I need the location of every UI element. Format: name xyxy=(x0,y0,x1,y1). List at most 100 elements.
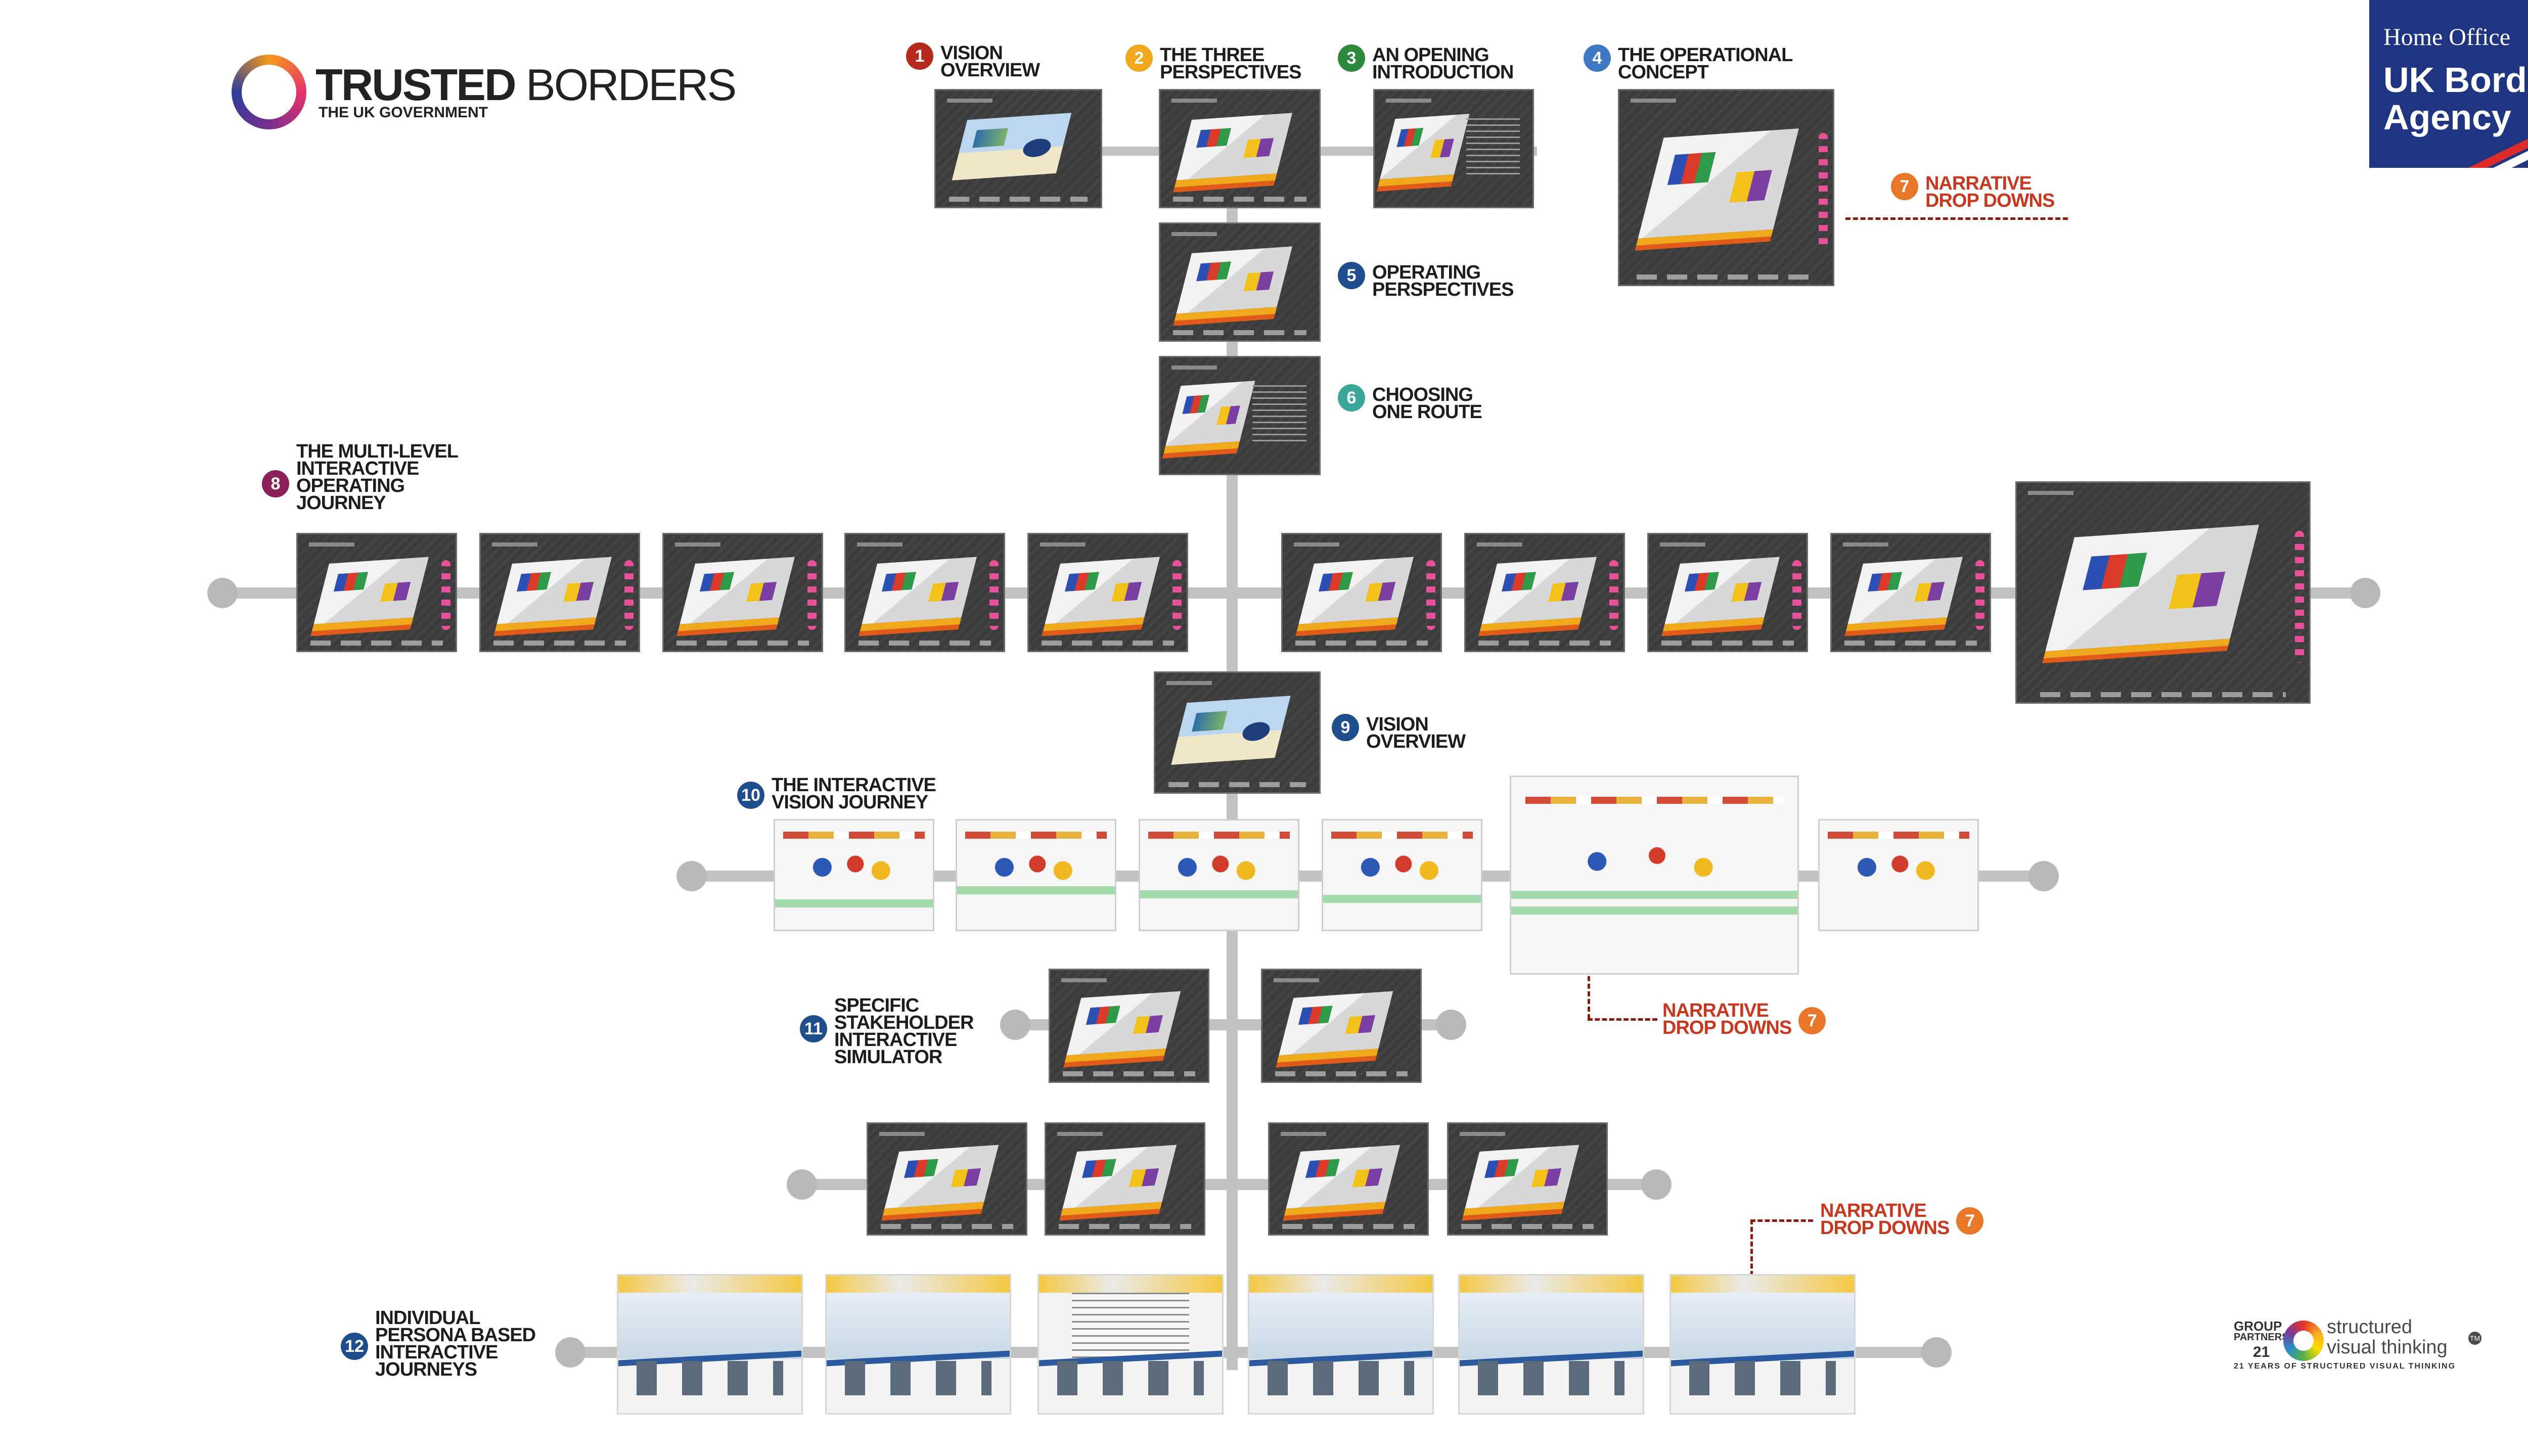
row-simulator-detail-end-node xyxy=(1641,1169,1672,1200)
agency-logo-line3: Agency xyxy=(2383,98,2511,137)
label-text: OPERATING PERSPECTIVES xyxy=(1372,262,1514,300)
label-number-badge: 3 xyxy=(1338,44,1365,72)
label-number-badge: 5 xyxy=(1338,262,1365,289)
screen-operating-journey-1[interactable] xyxy=(296,533,457,652)
partner-tagline: 21 YEARS OF STRUCTURED VISUAL THINKING xyxy=(2234,1362,2456,1371)
narrative-pointer-bottom-vertical xyxy=(1750,1219,1753,1328)
screen-vision-overview-9[interactable] xyxy=(1154,671,1321,794)
label-number-badge: 6 xyxy=(1338,384,1365,412)
row-persona-start-node xyxy=(555,1337,585,1368)
brand-title-bold: TRUSTED xyxy=(315,60,517,110)
label-narrative-drop-downs-middle: 7 NARRATIVE DROP DOWNS xyxy=(1662,1000,1826,1038)
screen-operating-perspectives[interactable] xyxy=(1159,222,1321,342)
label-vision-overview-9: 9 VISION OVERVIEW xyxy=(1332,714,1466,752)
screen-persona-journey-3[interactable] xyxy=(1037,1274,1224,1415)
screen-operating-journey-9[interactable] xyxy=(1830,533,1991,652)
screen-operating-journey-8[interactable] xyxy=(1647,533,1808,652)
label-operating-perspectives: 5 OPERATING PERSPECTIVES xyxy=(1338,262,1514,300)
screen-simulator-detail-4[interactable] xyxy=(1447,1122,1608,1236)
screen-vision-overview[interactable] xyxy=(934,89,1102,208)
screen-vision-journey-3[interactable] xyxy=(1139,819,1299,931)
screen-vision-journey-detail[interactable] xyxy=(1510,776,1799,975)
label-number-badge: 1 xyxy=(906,42,933,70)
screen-opening-introduction[interactable] xyxy=(1373,89,1534,208)
screen-simulator-detail-1[interactable] xyxy=(867,1122,1027,1236)
row-vision-journey-start-node xyxy=(676,861,707,891)
svt-line1: structured xyxy=(2327,1316,2412,1338)
label-opening-introduction: 3 AN OPENING INTRODUCTION xyxy=(1338,44,1514,83)
row-simulator-detail-start-node xyxy=(787,1169,817,1200)
screen-persona-journey-2[interactable] xyxy=(825,1274,1011,1415)
label-interactive-vision-journey: 10 THE INTERACTIVE VISION JOURNEY xyxy=(737,775,936,813)
label-text: INDIVIDUAL PERSONA BASED INTERACTIVE JOU… xyxy=(375,1307,536,1380)
label-text: AN OPENING INTRODUCTION xyxy=(1372,44,1514,83)
svt-line2: visual thinking xyxy=(2327,1337,2448,1358)
label-persona-journeys: 12 INDIVIDUAL PERSONA BASED INTERACTIVE … xyxy=(341,1307,536,1380)
narrative-pointer-bottom-horizontal xyxy=(1750,1219,1813,1222)
agency-logo-line2: UK Border xyxy=(2383,60,2528,100)
screen-operating-journey-7[interactable] xyxy=(1464,533,1625,652)
label-text: VISION OVERVIEW xyxy=(1366,714,1466,752)
label-stakeholder-simulator: 11 SPECIFIC STAKEHOLDER INTERACTIVE SIMU… xyxy=(800,995,974,1068)
screen-vision-journey-6[interactable] xyxy=(1818,819,1979,931)
label-number-badge: 9 xyxy=(1332,714,1359,741)
label-text: THE THREE PERSPECTIVES xyxy=(1160,44,1301,83)
label-text: NARRATIVE DROP DOWNS xyxy=(1925,173,2055,211)
screen-persona-journey-1[interactable] xyxy=(617,1274,803,1415)
screen-simulator-1[interactable] xyxy=(1049,969,1209,1083)
screen-vision-journey-2[interactable] xyxy=(956,819,1116,931)
screen-simulator-detail-3[interactable] xyxy=(1268,1122,1429,1236)
row-simulator-start-node xyxy=(1000,1010,1030,1040)
screen-persona-journey-5[interactable] xyxy=(1458,1274,1644,1415)
narrative-pointer-top xyxy=(1845,217,2068,220)
label-number-badge: 2 xyxy=(1125,44,1153,72)
structured-visual-thinking-ring-icon xyxy=(2283,1321,2324,1361)
trusted-borders-ring-icon xyxy=(232,55,306,129)
label-text: SPECIFIC STAKEHOLDER INTERACTIVE SIMULAT… xyxy=(834,995,974,1068)
label-text: THE INTERACTIVE VISION JOURNEY xyxy=(772,775,936,813)
screen-operating-journey-3[interactable] xyxy=(662,533,823,652)
screen-operating-journey-6[interactable] xyxy=(1281,533,1442,652)
screen-persona-journey-4[interactable] xyxy=(1248,1274,1434,1415)
label-three-perspectives: 2 THE THREE PERSPECTIVES xyxy=(1125,44,1301,83)
label-narrative-drop-downs-top: 7 NARRATIVE DROP DOWNS xyxy=(1891,173,2055,211)
svt-trademark: TM xyxy=(2468,1332,2481,1345)
label-text: CHOOSING ONE ROUTE xyxy=(1372,384,1482,423)
label-narrative-drop-downs-bottom: 7 NARRATIVE DROP DOWNS xyxy=(1820,1200,1984,1239)
label-vision-overview-1: 1 VISION OVERVIEW xyxy=(906,42,1040,81)
label-text: VISION OVERVIEW xyxy=(940,42,1040,81)
brand-subtitle: THE UK GOVERNMENT xyxy=(319,104,488,121)
screen-simulator-detail-2[interactable] xyxy=(1045,1122,1205,1236)
label-number-badge: 7 xyxy=(1798,1007,1826,1034)
screen-vision-journey-4[interactable] xyxy=(1322,819,1482,931)
screen-simulator-2[interactable] xyxy=(1261,969,1422,1083)
screen-vision-journey-1[interactable] xyxy=(774,819,934,931)
narrative-pointer-middle-horizontal xyxy=(1588,1018,1657,1021)
screen-operating-journey-4[interactable] xyxy=(844,533,1005,652)
label-multi-level-journey: 8 THE MULTI-LEVEL INTERACTIVE OPERATING … xyxy=(262,442,459,513)
label-number-badge: 11 xyxy=(800,1015,827,1042)
row-operating-journey-end-node xyxy=(2350,578,2380,608)
row-operating-journey-start-node xyxy=(207,578,238,608)
label-text: NARRATIVE DROP DOWNS xyxy=(1662,1000,1792,1038)
row-simulator-end-node xyxy=(1436,1010,1466,1040)
group-partners-line2: PARTNERS xyxy=(2234,1332,2289,1343)
row-persona-end-node xyxy=(1921,1337,1952,1368)
label-choosing-one-route: 6 CHOOSING ONE ROUTE xyxy=(1338,384,1482,423)
agency-logo-line1: Home Office xyxy=(2383,24,2511,51)
label-text: NARRATIVE DROP DOWNS xyxy=(1820,1200,1950,1239)
screen-operating-journey-detail[interactable] xyxy=(2015,481,2311,704)
screen-operating-journey-2[interactable] xyxy=(479,533,640,652)
screen-persona-journey-6[interactable] xyxy=(1669,1274,1856,1415)
label-number-badge: 4 xyxy=(1584,44,1611,72)
label-number-badge: 10 xyxy=(737,782,764,809)
label-text: THE OPERATIONAL CONCEPT xyxy=(1618,44,1793,83)
label-number-badge: 7 xyxy=(1891,173,1918,200)
screen-choosing-one-route[interactable] xyxy=(1159,356,1321,475)
uk-border-agency-logo: Home Office UK Border Agency xyxy=(2369,0,2528,168)
row-vision-journey-end-node xyxy=(2028,861,2059,891)
screen-operational-concept[interactable] xyxy=(1618,89,1834,286)
screen-three-perspectives[interactable] xyxy=(1159,89,1321,208)
label-operational-concept: 4 THE OPERATIONAL CONCEPT xyxy=(1584,44,1793,83)
screen-operating-journey-5[interactable] xyxy=(1027,533,1188,652)
